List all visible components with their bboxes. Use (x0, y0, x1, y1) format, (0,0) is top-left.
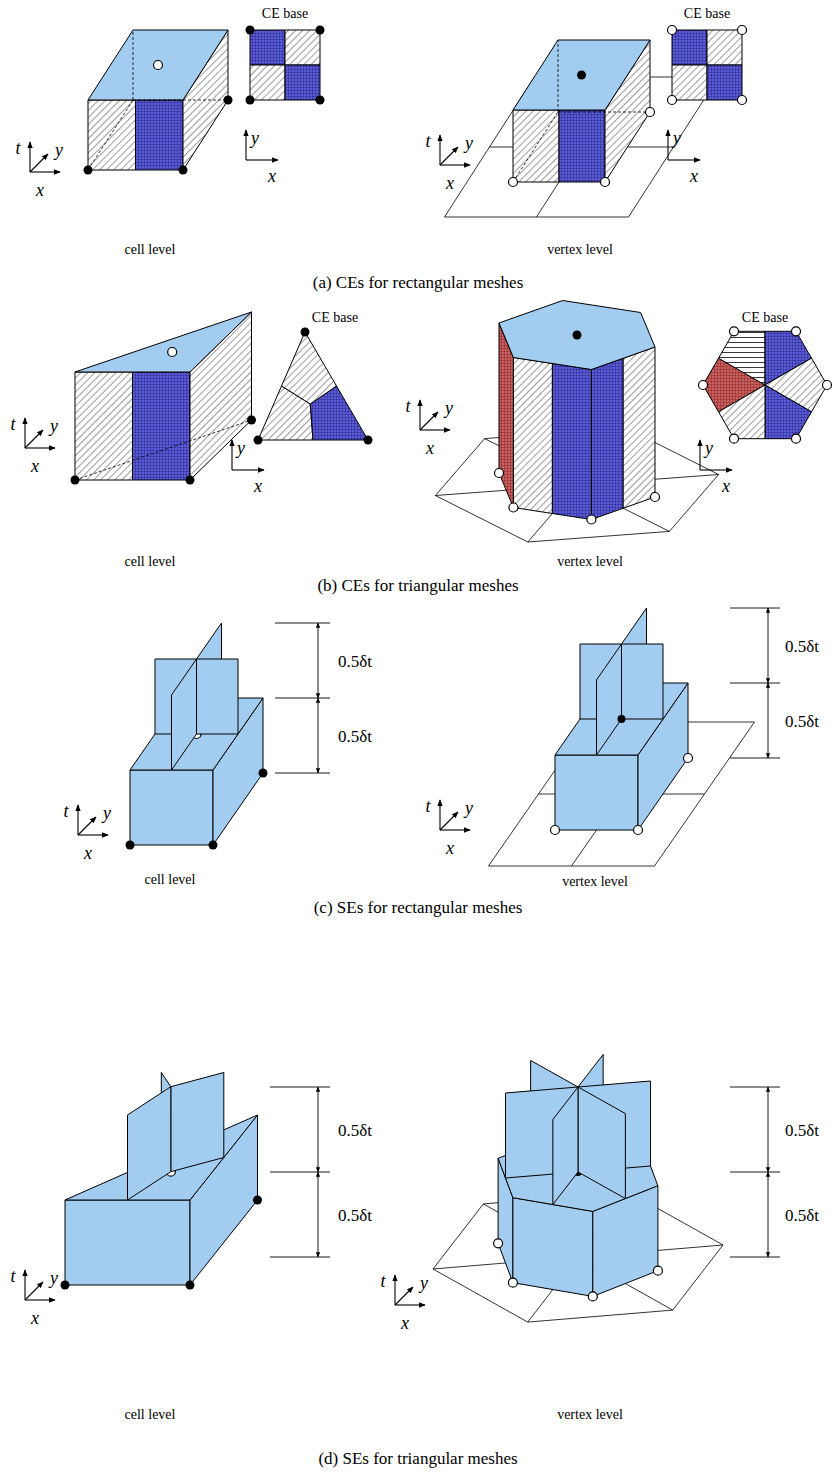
axis-label: x (31, 457, 39, 475)
panel-caption: (d) SEs for triangular meshes (318, 1450, 517, 1467)
axis-label: y (251, 129, 259, 147)
axis-label: y (465, 134, 473, 152)
axis-label: t (405, 397, 410, 415)
base-axes (232, 440, 264, 470)
triangle-mesh (433, 1192, 723, 1322)
ce-base-square (668, 26, 747, 105)
axis-label: y (103, 804, 111, 822)
vertex-ce-prism (495, 301, 660, 525)
axis-label: t (425, 797, 430, 815)
base-axes (246, 130, 278, 160)
axis-label: x (36, 181, 44, 199)
panel-caption: (b) CEs for triangular meshes (317, 577, 518, 594)
axis-label: y (465, 799, 473, 817)
vertex-se-prism (494, 1054, 663, 1300)
dimension-marks (275, 623, 330, 773)
ce-base-triangle (254, 328, 373, 445)
axis-label: t (63, 802, 68, 820)
axis-label: x (446, 839, 454, 857)
axis-label: x (426, 439, 434, 457)
axis-label: y (673, 129, 681, 147)
cell-se-prism (61, 1073, 263, 1290)
axis-label: y (705, 439, 713, 457)
cell-ce-prism (71, 312, 257, 485)
axis-label: x (401, 1314, 409, 1332)
axis-label: x (31, 1309, 39, 1327)
axis-label: t (10, 415, 15, 433)
annotation-label: vertex level (562, 875, 628, 889)
axis-label: x (254, 477, 262, 495)
axis-label: x (722, 477, 730, 495)
annotation-label: vertex level (557, 555, 623, 569)
dimension-marks (730, 1087, 780, 1257)
dimension-marks (270, 1087, 330, 1257)
dimension-label: 0.5δt (785, 712, 819, 729)
axis-label: y (50, 417, 58, 435)
dimension-label: 0.5δt (785, 1206, 819, 1223)
vertex-ce-cube (509, 40, 655, 187)
axis-label: x (268, 167, 276, 185)
annotation-label: CE base (684, 7, 730, 21)
base-axes (668, 130, 700, 160)
axis-label: x (690, 167, 698, 185)
annotation-label: CE base (312, 311, 358, 325)
axis-label: y (50, 1269, 58, 1287)
axis-label: t (425, 132, 430, 150)
dimension-label: 0.5δt (338, 727, 372, 744)
axis-label: y (420, 1274, 428, 1292)
dimension-label: 0.5δt (785, 1121, 819, 1138)
axis-label: y (237, 439, 245, 457)
panel-caption: (a) CEs for rectangular meshes (313, 274, 524, 291)
dimension-label: 0.5δt (338, 1206, 372, 1223)
dimension-label: 0.5δt (338, 652, 372, 669)
ce-base-square (246, 26, 325, 105)
annotation-label: CE base (742, 311, 788, 325)
annotation-label: CE base (262, 7, 308, 21)
annotation-label: cell level (125, 243, 176, 257)
annotation-label: vertex level (557, 1408, 623, 1422)
axis-label: t (10, 1267, 15, 1285)
annotation-label: cell level (145, 873, 196, 887)
cell-se-cube (126, 623, 268, 850)
base-axes (700, 440, 732, 470)
dimension-label: 0.5δt (785, 637, 819, 654)
dimension-marks (730, 608, 780, 758)
axis-label: t (15, 139, 20, 157)
cell-ce-cube (84, 30, 233, 175)
vertex-se-cube (551, 608, 693, 835)
dimension-label: 0.5δt (338, 1121, 372, 1138)
axis-label: x (84, 844, 92, 862)
axis-label: y (445, 399, 453, 417)
ce-base-hexagon (699, 327, 832, 443)
annotation-label: vertex level (547, 243, 613, 257)
annotation-label: cell level (125, 1408, 176, 1422)
axis-label: y (55, 141, 63, 159)
axis-label: x (446, 174, 454, 192)
panel-caption: (c) SEs for rectangular meshes (314, 899, 523, 916)
axis-label: t (380, 1272, 385, 1290)
annotation-label: cell level (125, 555, 176, 569)
